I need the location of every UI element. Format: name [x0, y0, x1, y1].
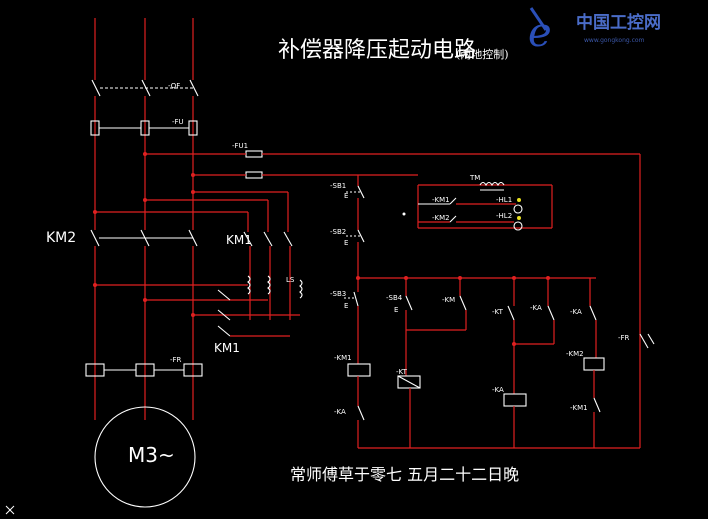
sb2-label: -SB2: [330, 228, 346, 236]
km1-coil: [347, 363, 371, 377]
ka-coil-label: -KA: [492, 386, 504, 394]
e4-label: E: [394, 306, 398, 314]
fu1-fuse-top: [245, 150, 263, 158]
qf-breaker: [91, 79, 199, 97]
e3-label: E: [344, 302, 348, 310]
author-note: 常师傅草于零七 五月二十二日晚: [290, 465, 519, 484]
kt-coil-label: -KT: [396, 368, 408, 376]
sb3-button: [344, 291, 359, 307]
fr-contact-label: -FR: [618, 334, 630, 342]
sb4-label: -SB4: [386, 294, 403, 302]
km1-contact-label: -KM1: [570, 404, 588, 412]
km2-lamp-label: -KM2: [432, 214, 450, 222]
km1-coil-label: -KM1: [334, 354, 352, 362]
main-fuses: [90, 120, 198, 136]
qf-label: -QF: [168, 82, 180, 90]
junction-dots: [93, 152, 550, 346]
gongkong-logo: e 中国工控网 www.gongkong.com: [528, 7, 661, 56]
ls-label: LS: [286, 276, 295, 284]
sb1-label: -SB1: [330, 182, 346, 190]
hl2-label: -HL2: [496, 212, 512, 220]
tm-label: TM: [469, 174, 480, 182]
km1-lamp-label: -KM1: [432, 196, 450, 204]
diagram-subtitle: (两地控制): [456, 47, 509, 61]
watermark-brand: 中国工控网: [576, 12, 661, 33]
kt-coil: [397, 375, 421, 389]
e2-label: E: [344, 239, 348, 247]
diagram-title: 补偿器降压起动电路: [278, 38, 476, 63]
e1-label: E: [344, 192, 348, 200]
km1-bottom-label: KM1: [214, 341, 240, 355]
fu-label: -FU: [172, 118, 184, 126]
km2-coil: [583, 357, 605, 371]
sb3-label: -SB3: [330, 290, 346, 298]
km1-top-label: KM1: [226, 233, 252, 247]
ucs-cross-icon: [5, 505, 15, 515]
fu1-fuse-bottom: [245, 171, 263, 179]
motor-symbol: [94, 406, 196, 508]
ka-contact2-label: -KA: [530, 304, 542, 312]
fr-thermal-relay: [85, 363, 203, 377]
indicator-lamps: TM -KM1 -HL1 -KM2 -HL2: [402, 174, 553, 231]
km2-main-contacts: [90, 229, 198, 247]
sb1-button: [346, 185, 365, 199]
hl2-lamp: [513, 221, 523, 231]
ka-contact3-label: -KA: [570, 308, 582, 316]
hl1-label: -HL1: [496, 196, 512, 204]
km1-top-contacts: [243, 231, 293, 247]
watermark-url: www.gongkong.com: [584, 37, 645, 44]
main-power-bus: -QF -FU KM2 -FR M3~: [46, 18, 203, 508]
sb2-button: [346, 229, 365, 243]
logo-e-mark: e: [528, 10, 552, 56]
fr-label: -FR: [170, 356, 182, 364]
km-contact-label: -KM: [442, 296, 455, 304]
km1-bottom-contacts: [217, 289, 231, 337]
control-circuit: -FU1 -SB1 E -SB2 E -SB3 E -K: [145, 142, 655, 449]
kt-contact-label: -KT: [492, 308, 504, 316]
km2-coil-label: -KM2: [566, 350, 584, 358]
hl1-lamp: [513, 204, 523, 214]
ka-coil: [503, 393, 527, 407]
ka-contact1-label: -KA: [334, 408, 346, 416]
fu1-label: -FU1: [232, 142, 248, 150]
motor-label: M3~: [128, 443, 175, 467]
km2-big-label: KM2: [46, 230, 76, 246]
autotransformer-branch: KM1 LS KM1: [95, 191, 303, 355]
